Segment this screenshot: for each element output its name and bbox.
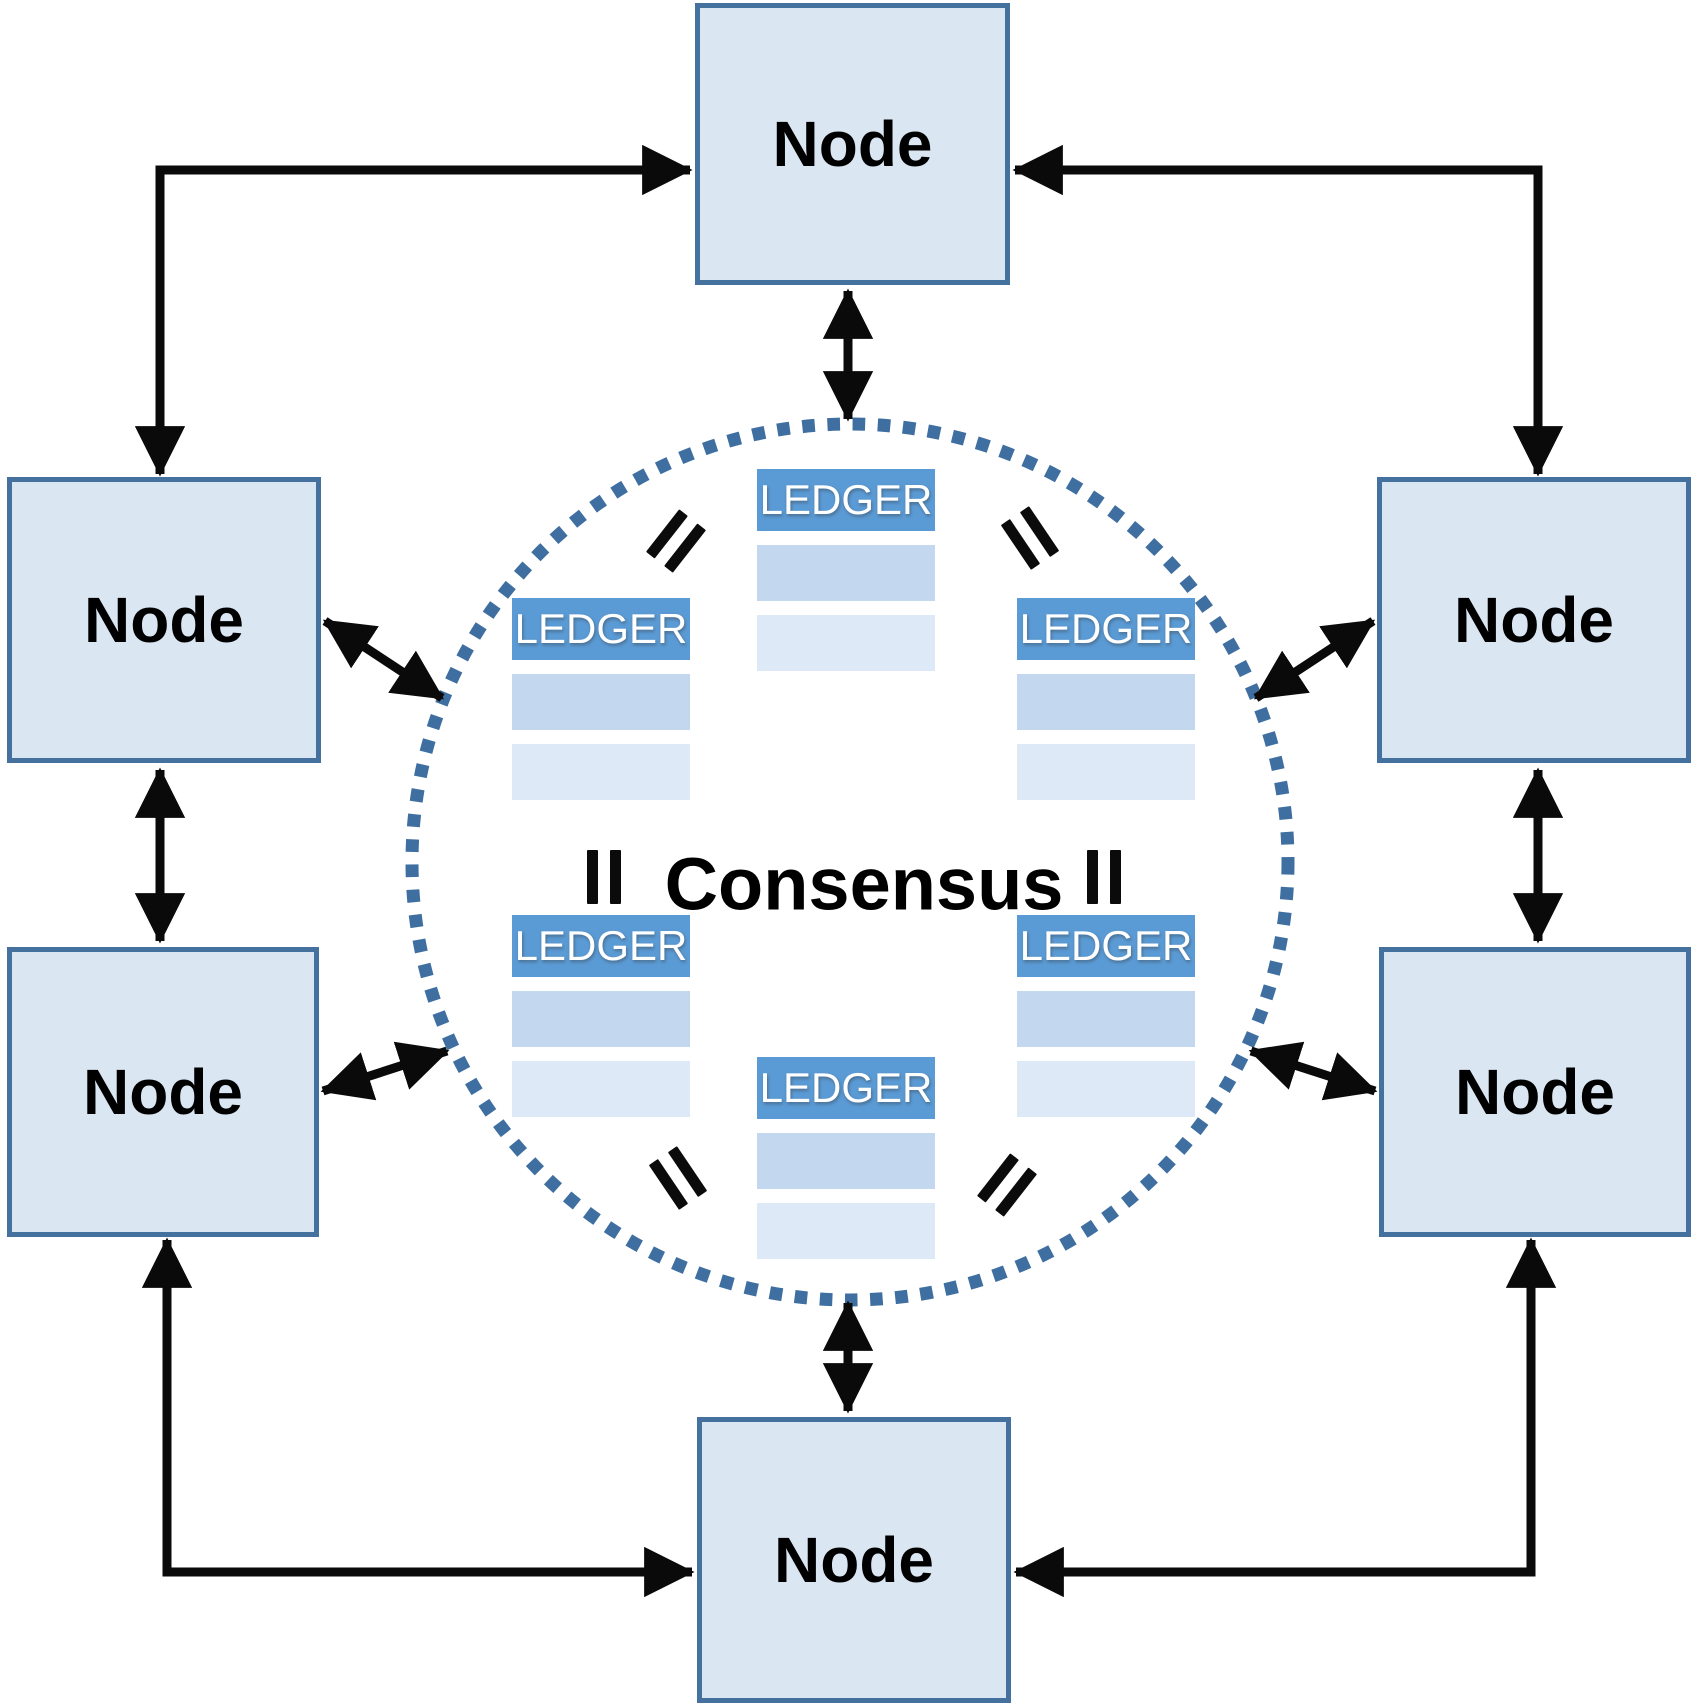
ledger-row: [1017, 1061, 1195, 1117]
ledger-table-bottom-center: LEDGER: [757, 1057, 935, 1273]
consensus-label: Consensus: [664, 842, 1064, 926]
ledger-row: [757, 1203, 935, 1259]
equals-icon: [587, 850, 621, 904]
ledger-row: [512, 1061, 690, 1117]
ledger-row: [512, 991, 690, 1047]
node-box-upper-right: Node: [1377, 477, 1691, 763]
connector-lower-left-to-bottom: [141, 1237, 695, 1598]
node-label: Node: [772, 108, 933, 180]
equals-icon: [1087, 850, 1121, 904]
ledger-row: [1017, 991, 1195, 1047]
ledger-row: [512, 674, 690, 730]
consensus-dotted-circle: [405, 417, 1295, 1307]
ledger-table-lower-right: LEDGER: [1017, 915, 1195, 1131]
arrow-lower-right-node-to-circle: [1248, 1041, 1378, 1101]
ledger-table-middle-right: LEDGER: [1017, 598, 1195, 814]
ledger-header: LEDGER: [1017, 598, 1195, 660]
node-box-lower-left: Node: [7, 947, 319, 1237]
node-label: Node: [774, 1524, 934, 1596]
node-box-lower-right: Node: [1379, 947, 1691, 1237]
ledger-row: [757, 1133, 935, 1189]
ledger-table-top-center: LEDGER: [757, 469, 935, 685]
ledger-header: LEDGER: [757, 469, 935, 531]
node-label: Node: [1454, 584, 1614, 656]
connector-upper-right-to-top: [1012, 144, 1564, 477]
node-box-upper-left: Node: [7, 477, 321, 763]
node-label: Node: [1455, 1056, 1615, 1128]
ledger-row: [757, 545, 935, 601]
arrow-upper-right-node-to-circle: [1253, 617, 1376, 702]
ledger-header: LEDGER: [512, 915, 690, 977]
arrow-upper-left-node-to-circle: [322, 617, 445, 702]
ledger-header: LEDGER: [512, 598, 690, 660]
node-box-bottom: Node: [697, 1417, 1011, 1703]
ledger-header: LEDGER: [757, 1057, 935, 1119]
ledger-table-lower-left: LEDGER: [512, 915, 690, 1131]
node-box-top: Node: [695, 3, 1010, 285]
connector-upper-left-to-top: [134, 144, 693, 477]
ledger-row: [1017, 674, 1195, 730]
ledger-row: [1017, 744, 1195, 800]
ledger-header: LEDGER: [1017, 915, 1195, 977]
ledger-table-middle-left: LEDGER: [512, 598, 690, 814]
ledger-row: [512, 744, 690, 800]
arrow-lower-left-node-to-circle: [320, 1041, 450, 1101]
ledger-row: [757, 615, 935, 671]
node-label: Node: [83, 1056, 243, 1128]
node-label: Node: [84, 584, 244, 656]
connector-lower-right-to-bottom: [1013, 1237, 1557, 1598]
